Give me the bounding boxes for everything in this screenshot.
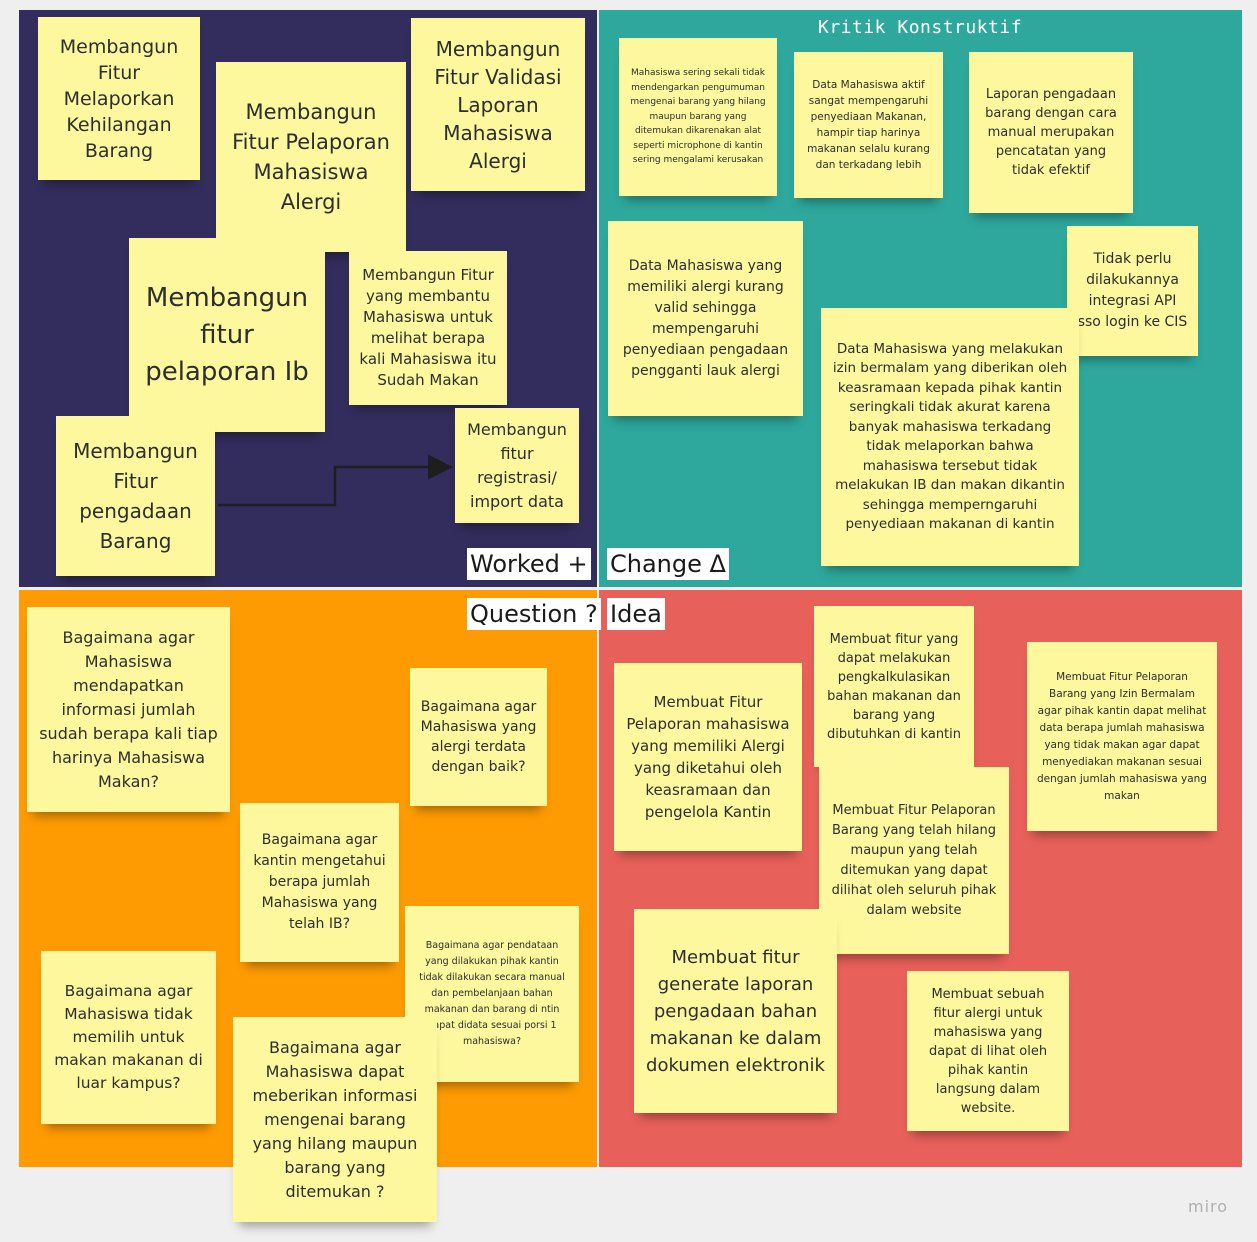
- sticky-note[interactable]: Bagaimana agar Mahasiswa tidak memilih u…: [41, 951, 216, 1124]
- change-title: Kritik Konstruktif: [818, 17, 1023, 38]
- sticky-note[interactable]: Bagaimana agar Mahasiswa dapat meberikan…: [233, 1017, 437, 1222]
- sticky-note[interactable]: Membangun Fitur Validasi Laporan Mahasis…: [411, 18, 585, 191]
- sticky-note[interactable]: Membuat Fitur Pelaporan Barang yang tela…: [819, 767, 1009, 954]
- sticky-note[interactable]: Tidak perlu dilakukannya integrasi API s…: [1067, 226, 1198, 356]
- worked-label: Worked +: [467, 548, 591, 580]
- sticky-note[interactable]: Bagaimana agar Mahasiswa mendapatkan inf…: [27, 607, 230, 812]
- sticky-note[interactable]: Membangun Fitur Melaporkan Kehilangan Ba…: [38, 17, 200, 180]
- sticky-note[interactable]: Bagaimana agar Mahasiswa yang alergi ter…: [410, 668, 547, 806]
- sticky-note[interactable]: Data Mahasiswa yang melakukan izin berma…: [821, 308, 1079, 566]
- sticky-note[interactable]: Membangun Fitur Pelaporan Mahasiswa Aler…: [216, 62, 406, 252]
- sticky-note[interactable]: Membangun fitur registrasi/ import data: [455, 408, 579, 523]
- sticky-note[interactable]: Membangun fitur pelaporan Ib: [129, 238, 325, 432]
- sticky-note[interactable]: Membuat fitur generate laporan pengadaan…: [634, 909, 837, 1113]
- sticky-note[interactable]: Membuat Fitur Pelaporan mahasiswa yang m…: [614, 663, 802, 851]
- miro-watermark: miro: [1188, 1197, 1229, 1216]
- idea-label: Idea: [607, 598, 665, 630]
- sticky-note[interactable]: Data Mahasiswa aktif sangat mempengaruhi…: [794, 52, 943, 198]
- sticky-note[interactable]: Membangun Fitur yang membantu Mahasiswa …: [349, 251, 507, 405]
- sticky-note[interactable]: Membuat fitur yang dapat melakukan pengk…: [814, 606, 974, 767]
- question-label: Question ?: [467, 598, 601, 630]
- sticky-note[interactable]: Bagaimana agar kantin mengetahui berapa …: [240, 803, 399, 962]
- sticky-note[interactable]: Mahasiswa sering sekali tidak mendengark…: [619, 38, 777, 196]
- sticky-note[interactable]: Data Mahasiswa yang memiliki alergi kura…: [608, 221, 803, 416]
- change-label: Change Δ: [607, 548, 729, 580]
- sticky-note[interactable]: Membangun Fitur pengadaan Barang: [56, 416, 215, 576]
- sticky-note[interactable]: Membuat sebuah fitur alergi untuk mahasi…: [907, 971, 1069, 1131]
- sticky-note[interactable]: Membuat Fitur Pelaporan Barang yang Izin…: [1027, 642, 1217, 831]
- sticky-note[interactable]: Laporan pengadaan barang dengan cara man…: [969, 52, 1133, 213]
